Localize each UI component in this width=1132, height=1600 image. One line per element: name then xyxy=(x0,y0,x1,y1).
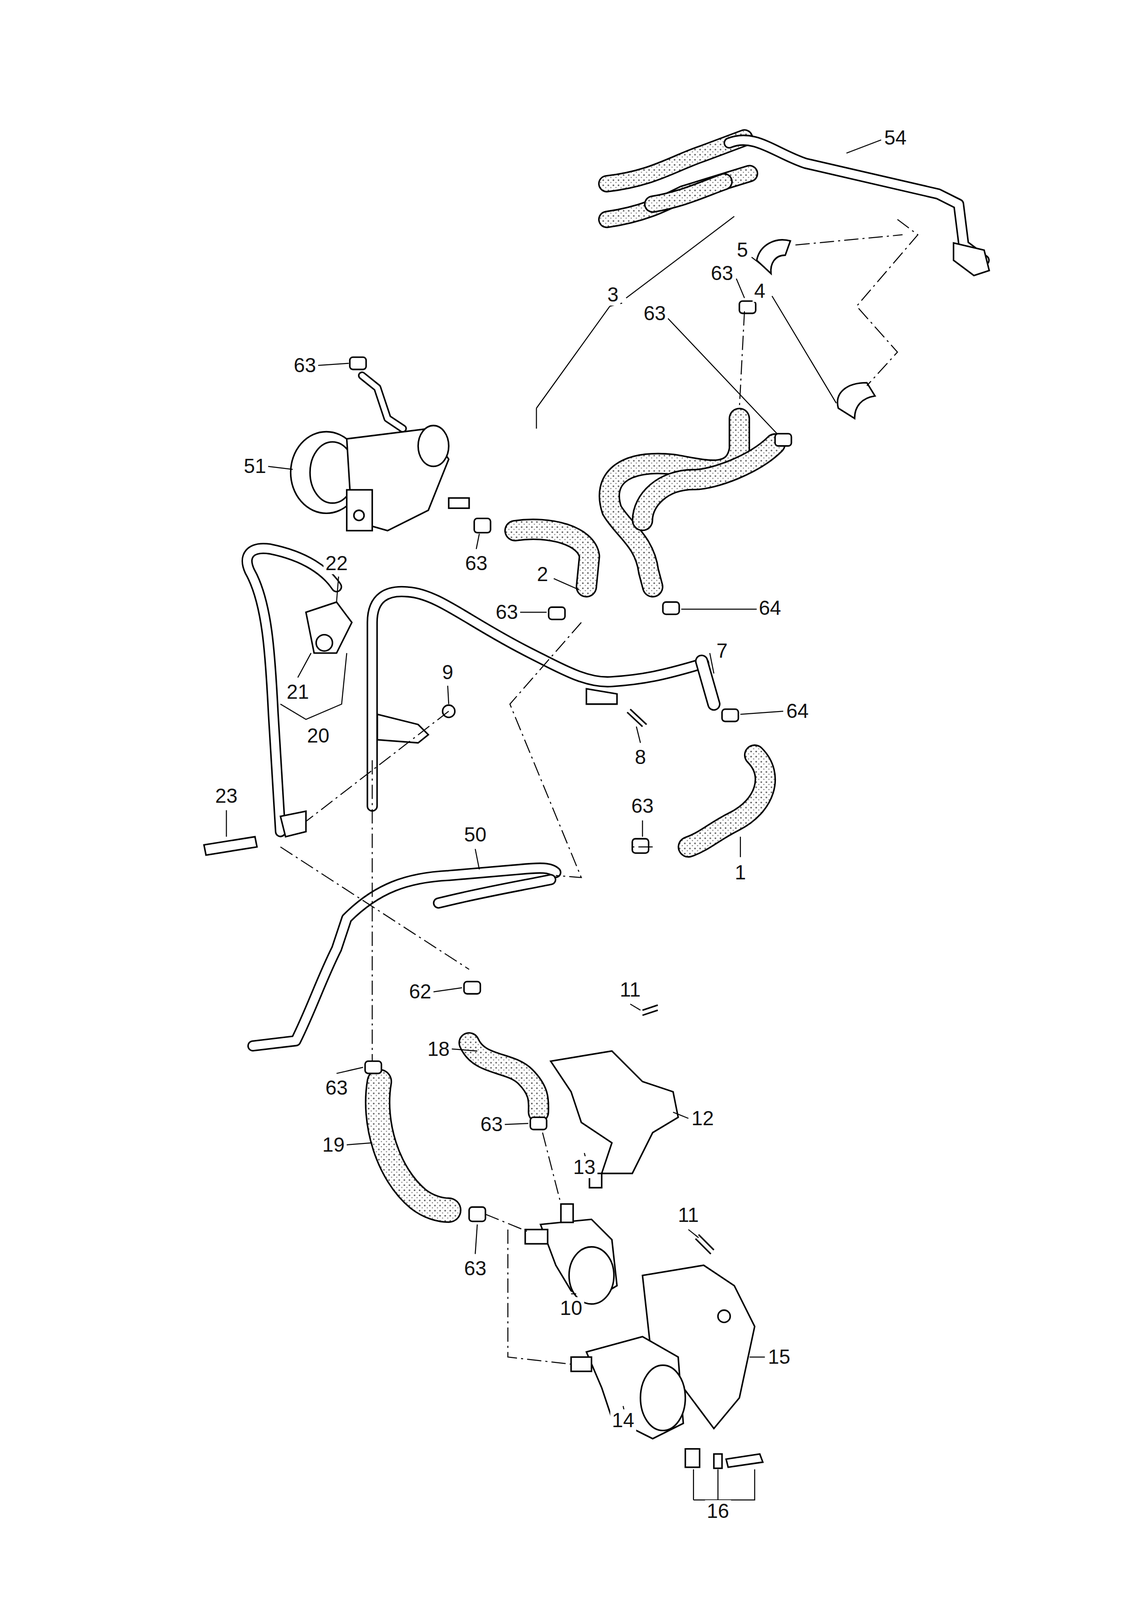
callout-number: 64 xyxy=(756,596,783,619)
callout-number: 50 xyxy=(462,823,489,846)
callout-number: 18 xyxy=(425,1037,452,1060)
callout-number: 63 xyxy=(478,1112,505,1135)
callout-number: 8 xyxy=(633,745,648,768)
callout-number: 63 xyxy=(493,600,520,623)
callout-number: 14 xyxy=(609,1408,636,1431)
callout-number: 51 xyxy=(242,454,269,477)
callout-number: 16 xyxy=(704,1499,731,1522)
callout-number: 19 xyxy=(320,1133,347,1156)
callout-number: 63 xyxy=(629,794,656,817)
callout-number: 62 xyxy=(407,980,434,1003)
callout-number: 63 xyxy=(463,552,490,574)
callout-number: 11 xyxy=(676,1203,701,1226)
callout-number: 63 xyxy=(641,302,668,325)
callout-number: 54 xyxy=(882,126,909,149)
callout-number: 7 xyxy=(714,639,730,662)
callout-number: 63 xyxy=(708,262,735,285)
callout-number: 12 xyxy=(689,1106,716,1129)
callout-number: 9 xyxy=(440,661,455,683)
leader-line xyxy=(226,139,882,1500)
callout-number: 1 xyxy=(733,861,748,884)
callout-number: 10 xyxy=(558,1296,585,1319)
callout-number: 20 xyxy=(304,724,331,747)
callout-number: 2 xyxy=(535,563,550,585)
callout-number: 22 xyxy=(323,552,350,574)
callout-number: 63 xyxy=(462,1256,489,1279)
callout-number: 5 xyxy=(734,238,750,261)
callout-number: 63 xyxy=(291,354,318,377)
callout-number: 64 xyxy=(784,699,811,722)
callout-number: 63 xyxy=(323,1076,350,1099)
assembly-line xyxy=(280,219,918,1364)
callout-number: 15 xyxy=(766,1345,793,1368)
callout-number: 3 xyxy=(605,283,621,306)
pipe xyxy=(247,139,985,1046)
callout-number: 13 xyxy=(571,1155,598,1178)
callout-number: 11 xyxy=(618,978,643,1001)
callout-number: 23 xyxy=(213,784,240,807)
parts xyxy=(203,239,989,1468)
callout-number: 4 xyxy=(752,279,767,302)
callout-number: 21 xyxy=(284,680,311,703)
